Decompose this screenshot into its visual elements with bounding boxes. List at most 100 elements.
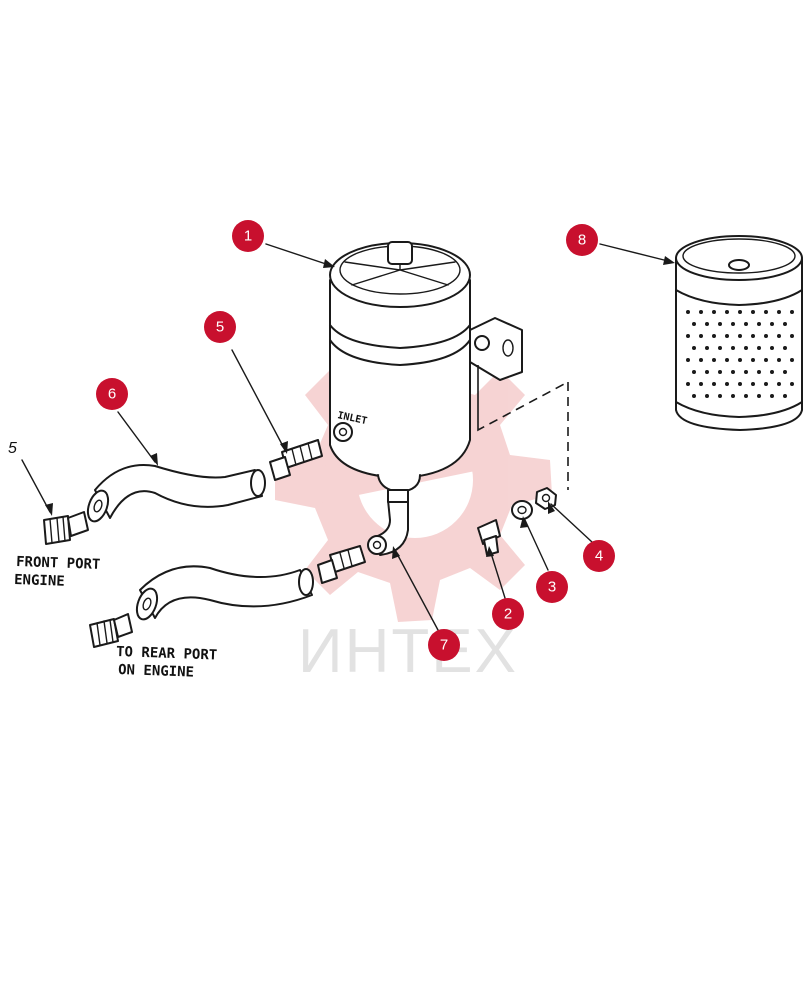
callout-3: 3	[536, 571, 568, 603]
svg-text:6: 6	[108, 386, 116, 403]
plain-callout-5: 5	[8, 440, 17, 457]
rear-port-label-line1: TO REAR PORT	[116, 644, 218, 664]
perforation-dot	[712, 334, 716, 338]
perforation-dot	[731, 346, 735, 350]
perforation-dot	[764, 310, 768, 314]
perforation-dot	[699, 358, 703, 362]
perforation-dot	[686, 382, 690, 386]
perforation-dot	[731, 394, 735, 398]
perforation-dot	[731, 370, 735, 374]
perforation-dot	[692, 370, 696, 374]
perforation-dot	[770, 370, 774, 374]
perforation-dot	[686, 310, 690, 314]
perforation-dot	[718, 370, 722, 374]
perforation-dot	[712, 358, 716, 362]
perforation-dot	[699, 310, 703, 314]
perforation-dot	[783, 394, 787, 398]
perforation-dot	[744, 394, 748, 398]
filter-housing: INLET	[329, 241, 523, 493]
svg-text:2: 2	[504, 606, 512, 623]
callout-7: 7	[428, 629, 460, 661]
lower-fitting	[317, 545, 366, 584]
callout-8: 8	[566, 224, 598, 256]
perforation-dot	[686, 358, 690, 362]
perforation-dot	[712, 310, 716, 314]
perforation-dot	[686, 334, 690, 338]
callout-6: 6	[96, 378, 128, 410]
perforation-dot	[751, 382, 755, 386]
washer	[511, 500, 533, 520]
svg-text:1: 1	[244, 228, 252, 245]
perforation-dot	[718, 322, 722, 326]
perforation-dot	[757, 394, 761, 398]
perforation-dot	[725, 334, 729, 338]
perforation-dot	[790, 310, 794, 314]
perforation-dot	[705, 346, 709, 350]
front-port-label-line1: FRONT PORT	[16, 554, 101, 573]
front-port-fitting	[43, 511, 89, 545]
perforation-dot	[692, 394, 696, 398]
perforation-dot	[777, 358, 781, 362]
callout-5: 5	[204, 311, 236, 343]
callout-1: 1	[232, 220, 264, 252]
perforation-dot	[783, 346, 787, 350]
perforation-dot	[712, 382, 716, 386]
rear-port-fitting	[89, 613, 133, 648]
perforation-dot	[718, 346, 722, 350]
perforation-dot	[757, 322, 761, 326]
perforation-dot	[790, 382, 794, 386]
elbow-fitting	[367, 489, 409, 556]
perforation-dot	[744, 346, 748, 350]
perforation-dot	[705, 370, 709, 374]
perforation-dot	[777, 382, 781, 386]
perforation-dot	[764, 382, 768, 386]
perforation-dot	[764, 334, 768, 338]
lower-hose	[135, 565, 314, 621]
perforation-dot	[705, 322, 709, 326]
watermark-text: ИНТЕХ	[298, 617, 518, 686]
perforation-dot	[751, 310, 755, 314]
perforation-dot	[738, 358, 742, 362]
svg-text:4: 4	[595, 548, 603, 565]
perforation-dot	[738, 382, 742, 386]
perforation-dot	[725, 382, 729, 386]
perforation-dot	[770, 322, 774, 326]
perforation-dot	[757, 346, 761, 350]
perforation-dot	[790, 358, 794, 362]
callout-4: 4	[583, 540, 615, 572]
leader-lines	[21, 243, 675, 631]
perforation-dot	[764, 358, 768, 362]
perforation-dot	[692, 346, 696, 350]
perforation-dot	[770, 346, 774, 350]
perforation-dot	[757, 370, 761, 374]
perforation-dot	[699, 382, 703, 386]
perforation-dot	[699, 334, 703, 338]
perforation-dot	[738, 334, 742, 338]
front-port-label-line2: ENGINE	[14, 572, 65, 590]
perforation-dot	[692, 322, 696, 326]
svg-text:8: 8	[578, 232, 586, 249]
perforation-dot	[725, 358, 729, 362]
perforation-dot	[751, 358, 755, 362]
rear-port-label-line2: ON ENGINE	[118, 662, 194, 681]
perforation-dot	[783, 370, 787, 374]
perforation-dot	[777, 334, 781, 338]
perforation-dot	[738, 310, 742, 314]
svg-text:7: 7	[440, 637, 448, 654]
svg-text:5: 5	[216, 319, 224, 336]
filter-perforations	[686, 310, 794, 398]
perforation-dot	[718, 394, 722, 398]
mounting-guide	[477, 365, 569, 490]
perforation-dot	[783, 322, 787, 326]
perforation-dot	[790, 334, 794, 338]
callout-2: 2	[492, 598, 524, 630]
svg-text:3: 3	[548, 579, 556, 596]
perforation-dot	[705, 394, 709, 398]
inlet-fitting	[269, 439, 323, 481]
filter-element	[675, 235, 803, 431]
perforation-dot	[777, 310, 781, 314]
bolt	[477, 519, 501, 556]
perforation-dot	[744, 370, 748, 374]
perforation-dot	[770, 394, 774, 398]
